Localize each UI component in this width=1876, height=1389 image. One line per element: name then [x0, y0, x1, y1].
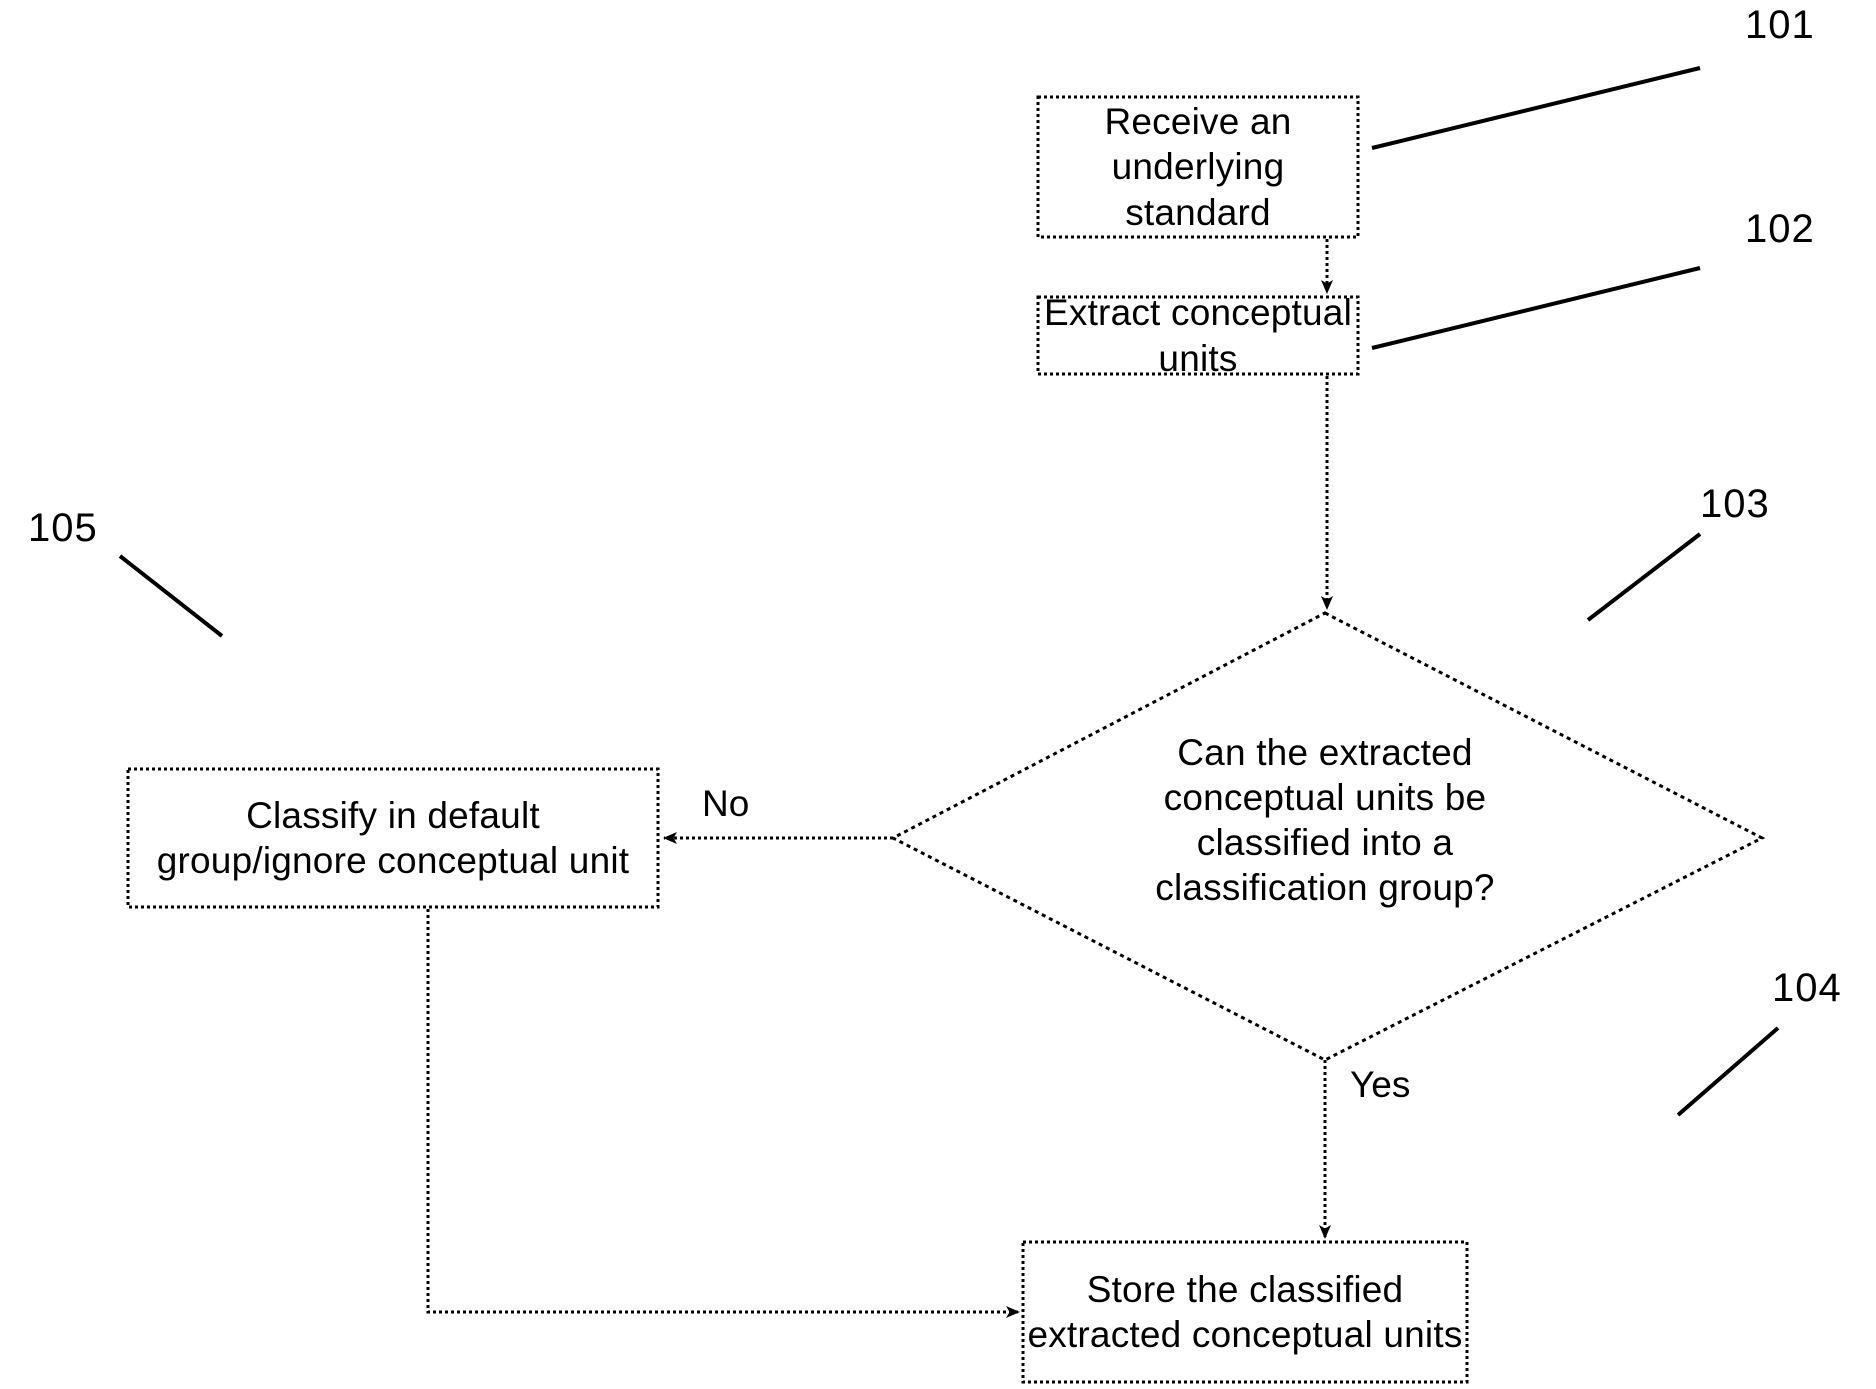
reference-numeral-102: 102 — [1745, 207, 1815, 251]
node-104-shape — [1021, 1240, 1469, 1384]
leader-line-103 — [1586, 532, 1702, 622]
leader-line-105 — [118, 554, 224, 638]
leader-line-101 — [1371, 66, 1701, 150]
edge-label-no: No — [702, 783, 750, 824]
reference-numeral-101: 101 — [1745, 3, 1815, 47]
node-103-shape — [889, 611, 1766, 1062]
leader-line-104 — [1676, 1026, 1780, 1117]
leader-line-102 — [1371, 266, 1701, 350]
edge-label-yes: Yes — [1350, 1064, 1411, 1105]
node-102-shape — [1036, 295, 1360, 376]
reference-numeral-104: 104 — [1772, 966, 1842, 1010]
reference-numeral-103: 103 — [1700, 482, 1770, 526]
node-105-shape — [126, 767, 660, 909]
node-101-shape — [1036, 95, 1360, 239]
reference-numeral-105: 105 — [28, 506, 98, 550]
edge-105-to-104 — [426, 909, 1020, 1318]
